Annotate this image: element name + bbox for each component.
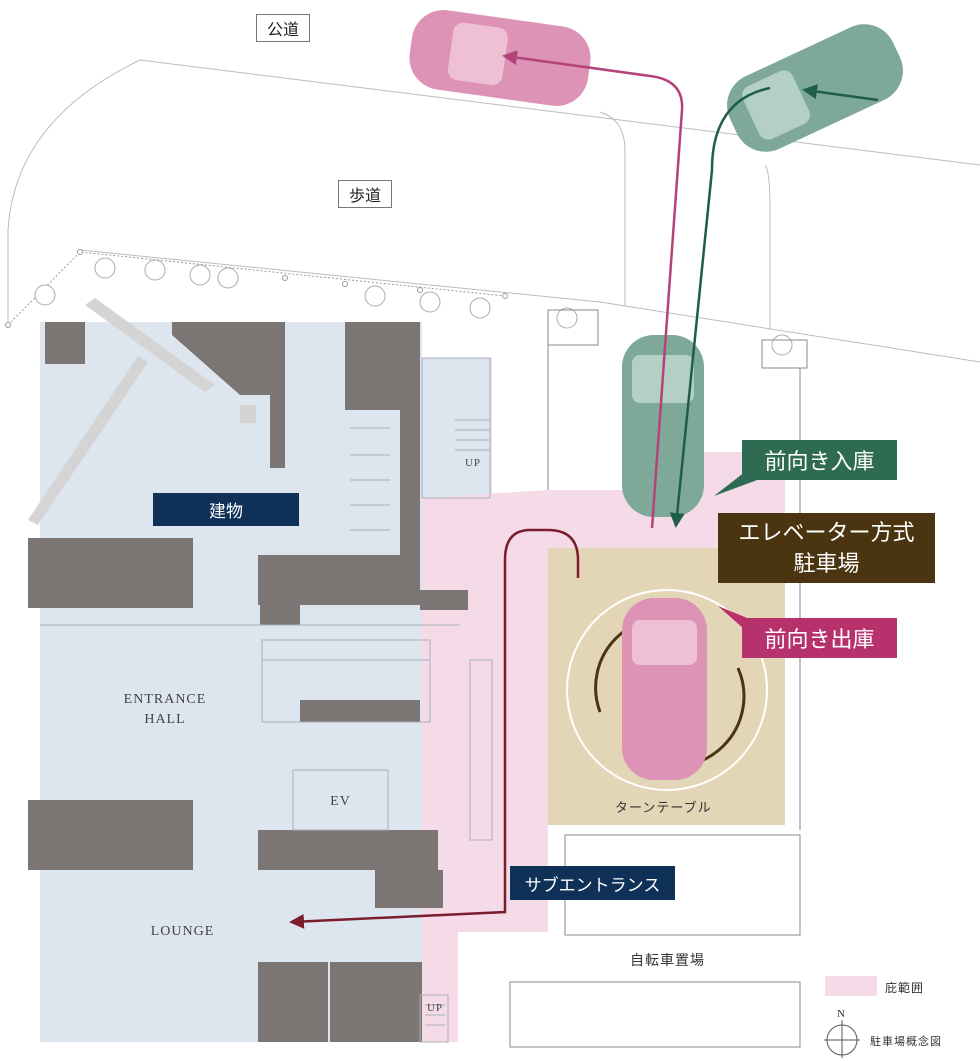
car-topview-icon [622, 598, 707, 780]
north-compass-icon [824, 1020, 860, 1058]
up-label-2: UP [426, 1002, 444, 1014]
up-label-1: UP [464, 457, 482, 469]
bicycle-area-outline [509, 309, 808, 1048]
elevator-parking-label: エレベーター方式 駐車場 [718, 513, 935, 583]
public-road-label: 公道 [256, 14, 310, 42]
forward-in-label: 前向き入庫 [742, 440, 897, 480]
fence [5, 249, 508, 328]
entrance-hall-line1: ENTRANCE [123, 692, 207, 707]
arrow-icon [802, 84, 879, 102]
interior-lines [40, 357, 493, 1043]
arrow-icon [289, 528, 580, 929]
walls [28, 322, 468, 1042]
sub-entrance-label: サブエントランス [510, 866, 675, 900]
bicycle-parking-label: 自転車置場 [630, 954, 705, 969]
entrance-hall-line2: HALL [144, 712, 186, 727]
arrow-icon [502, 50, 684, 529]
car-topview-icon [409, 10, 591, 106]
road-outline [7, 59, 980, 363]
elevator-parking-line2: 駐車場 [793, 551, 860, 576]
diagram-title: 駐車場概念図 [870, 1036, 942, 1048]
legend-swatch [825, 976, 877, 996]
arrow-icon [669, 86, 771, 528]
ev-label: EV [330, 794, 351, 809]
turntable-label: ターンテーブル [615, 800, 712, 815]
legend-label: 庇範囲 [885, 981, 925, 995]
lounge-label: LOUNGE [150, 924, 215, 939]
forward-out-label: 前向き出庫 [742, 618, 897, 658]
sidewalk-label: 歩道 [338, 180, 392, 208]
stair-steps [425, 419, 490, 1026]
window-bars [28, 298, 256, 525]
compass-n-label: N [837, 1008, 846, 1020]
car-topview-icon [727, 24, 903, 152]
entrance-hall-label: ENTRANCE HALL [110, 690, 220, 730]
building-label: 建物 [153, 493, 299, 526]
elevator-parking-line1: エレベーター方式 [738, 520, 915, 545]
